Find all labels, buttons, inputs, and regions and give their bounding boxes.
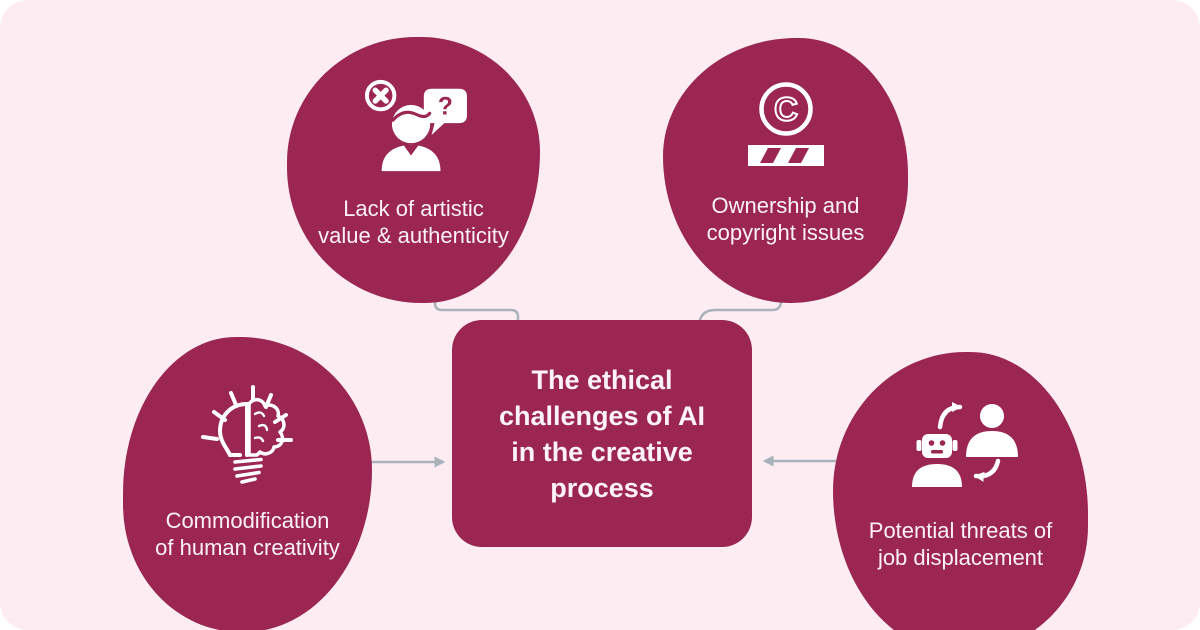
node-lack-artistic-value: ? Lack of artistic value & authenticity [287,37,540,303]
node-label: Potential threats of job displacement [869,517,1052,571]
node-label-line: value & authenticity [318,222,509,248]
title-line: in the creative [511,436,693,467]
copyright-stamp-icon: C [740,79,832,180]
title-line: challenges of AI [498,400,706,431]
copyright-letter-glyph: C [774,91,798,128]
node-label-line: Potential threats of [868,518,1053,543]
bulb-brain-icon [193,378,303,495]
node-label: Lack of artistic value & authenticity [318,195,509,249]
diagram-title: The ethical challenges of AI in the crea… [499,362,705,506]
node-label: Commodification of human creativity [155,507,340,561]
node-job-displacement: Potential threats of job displacement [833,352,1088,630]
node-label: Ownership and copyright issues [707,192,865,246]
node-label-line: of human creativity [155,535,340,560]
title-line: process [550,472,654,503]
node-label-line: Lack of artistic [343,195,484,221]
person-question-x-icon: ? [355,76,473,183]
title-line: The ethical [531,364,673,395]
node-label-line: Commodification [165,508,330,533]
central-topic-box: The ethical challenges of AI in the crea… [452,320,752,547]
node-commodification: Commodification of human creativity [123,337,372,630]
robot-human-swap-icon [900,396,1022,505]
node-label-line: Ownership and [711,193,860,218]
node-label-line: copyright issues [706,220,865,245]
node-label-line: job displacement [877,545,1044,570]
question-mark-glyph: ? [437,93,452,120]
node-ownership-copyright: C Ownership and copyright issues [663,38,908,303]
